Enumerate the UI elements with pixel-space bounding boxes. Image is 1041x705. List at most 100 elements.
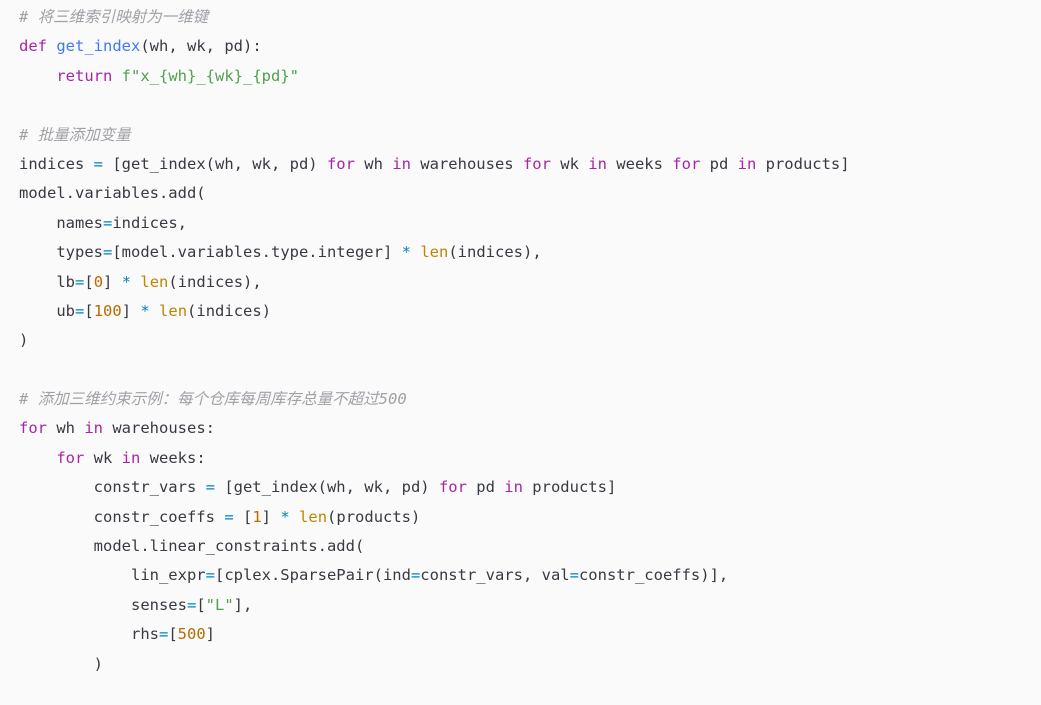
code-token-plain: products]	[522, 478, 617, 497]
code-token-plain	[411, 243, 420, 261]
code-token-plain: constr_vars, val	[420, 566, 570, 585]
code-token-keyword: in	[737, 154, 757, 173]
code-token-plain: (indices),	[168, 272, 262, 291]
code-token-plain: ]	[121, 301, 141, 320]
code-token-op: =	[224, 507, 234, 526]
code-token-plain: weeks:	[140, 448, 206, 467]
code-token-plain: [	[233, 507, 253, 526]
code-token-plain: products]	[756, 154, 850, 173]
code-token-number: 100	[93, 301, 122, 320]
code-token-plain: (wh, wk, pd):	[140, 37, 262, 56]
code-token-func: get_index	[56, 37, 141, 56]
code-token-plain	[290, 508, 299, 526]
code-line: names=indices,	[19, 209, 1041, 238]
code-token-plain: (indices),	[448, 243, 542, 262]
code-token-keyword: for	[522, 154, 551, 173]
code-line: model.linear_constraints.add(	[19, 532, 1041, 561]
code-token-comment: # 批量添加变量	[19, 125, 131, 144]
code-line: for wk in weeks:	[19, 444, 1041, 473]
code-token-plain: constr_coeffs)],	[578, 566, 729, 585]
code-token-plain: senses	[19, 595, 187, 614]
code-token-plain: )	[19, 654, 103, 673]
code-line-blank: ​	[19, 91, 1041, 120]
code-token-plain: [	[168, 625, 178, 644]
code-token-plain: weeks	[606, 154, 673, 173]
code-token-op: =	[103, 213, 113, 232]
code-token-keyword: in	[121, 448, 141, 467]
code-token-plain: ],	[233, 595, 253, 614]
code-token-op: =	[186, 595, 197, 614]
code-token-plain	[131, 273, 140, 291]
code-token-plain: )	[19, 331, 29, 350]
code-token-op: =	[75, 272, 85, 291]
code-token-plain: types	[19, 243, 103, 262]
code-line-blank: ​	[19, 356, 1041, 385]
code-line: lb=[0] * len(indices),	[19, 268, 1041, 297]
code-token-op: =	[93, 154, 103, 173]
code-line: types=[model.variables.type.integer] * l…	[19, 238, 1041, 267]
code-token-builtin: len	[159, 301, 188, 320]
code-token-number: 0	[93, 272, 104, 291]
code-token-builtin: len	[299, 507, 328, 526]
code-token-keyword: return	[56, 66, 113, 85]
code-line: constr_vars = [get_index(wh, wk, pd) for…	[19, 473, 1041, 502]
code-token-plain: [model.variables.type.integer]	[112, 243, 402, 262]
code-token-keyword: in	[504, 478, 523, 497]
code-token-plain: [	[84, 301, 94, 320]
code-token-number: 500	[177, 625, 206, 644]
code-token-plain: ub	[19, 301, 75, 320]
code-token-plain: ]	[103, 272, 122, 291]
code-line: lin_expr=[cplex.SparsePair(ind=constr_va…	[19, 561, 1041, 590]
code-line: )	[19, 326, 1041, 355]
code-token-plain: [get_index(wh, wk, pd)	[214, 478, 439, 497]
code-token-keyword: in	[392, 154, 411, 173]
code-token-plain: pd	[700, 154, 738, 173]
code-line: )	[19, 650, 1041, 679]
code-line: indices = [get_index(wh, wk, pd) for wh …	[19, 150, 1041, 179]
code-token-builtin: len	[420, 243, 449, 262]
code-token-op: =	[75, 301, 85, 320]
code-token-plain: warehouses	[410, 154, 523, 173]
code-token-comment: # 添加三维约束示例：每个仓库每周库存总量不超过500	[19, 390, 407, 409]
code-token-plain: model.variables.add(	[19, 184, 206, 203]
code-token-plain	[19, 67, 56, 85]
code-line: rhs=[500]	[19, 620, 1041, 649]
code-token-number: 1	[252, 507, 262, 526]
code-line: # 批量添加变量	[19, 121, 1041, 150]
code-token-op: *	[121, 272, 132, 291]
code-line: model.variables.add(	[19, 179, 1041, 208]
code-token-plain: names	[19, 213, 103, 232]
code-token-op: =	[205, 478, 215, 497]
code-token-plain: rhs	[19, 625, 159, 644]
code-token-keyword: for	[326, 154, 355, 173]
code-token-plain: lin_expr	[19, 566, 206, 585]
code-token-plain	[150, 302, 159, 320]
code-token-keyword: def	[19, 37, 47, 56]
code-line: senses=["L"],	[19, 591, 1041, 620]
code-token-plain	[47, 37, 56, 55]
code-line: # 添加三维约束示例：每个仓库每周库存总量不超过500	[19, 385, 1041, 414]
code-token-string: f"x_{wh}_{wk}_{pd}"	[121, 66, 299, 85]
code-token-op: *	[140, 301, 150, 320]
code-token-plain: wh	[354, 154, 393, 173]
code-token-op: =	[205, 566, 215, 585]
code-line: ub=[100] * len(indices)	[19, 297, 1041, 326]
code-line: constr_coeffs = [1] * len(products)	[19, 503, 1041, 532]
code-token-op: =	[103, 243, 113, 262]
code-token-plain: (indices)	[187, 301, 272, 320]
code-token-plain: indices,	[112, 213, 187, 232]
code-line: def get_index(wh, wk, pd):	[19, 32, 1041, 61]
code-token-plain: wk	[84, 448, 122, 467]
code-token-comment: # 将三维索引映射为一维键	[19, 8, 209, 26]
code-token-op: =	[569, 566, 579, 585]
code-token-op: =	[410, 566, 421, 585]
code-token-plain: ]	[261, 507, 281, 526]
code-token-plain: constr_coeffs	[19, 507, 225, 526]
code-token-keyword: for	[672, 154, 701, 173]
code-token-op: *	[401, 243, 411, 262]
code-token-plain: model.linear_constraints.add(	[19, 537, 365, 556]
code-token-plain: (products)	[327, 507, 421, 526]
code-token-plain: pd	[466, 478, 505, 497]
code-token-plain: [cplex.SparsePair(ind	[214, 566, 411, 585]
